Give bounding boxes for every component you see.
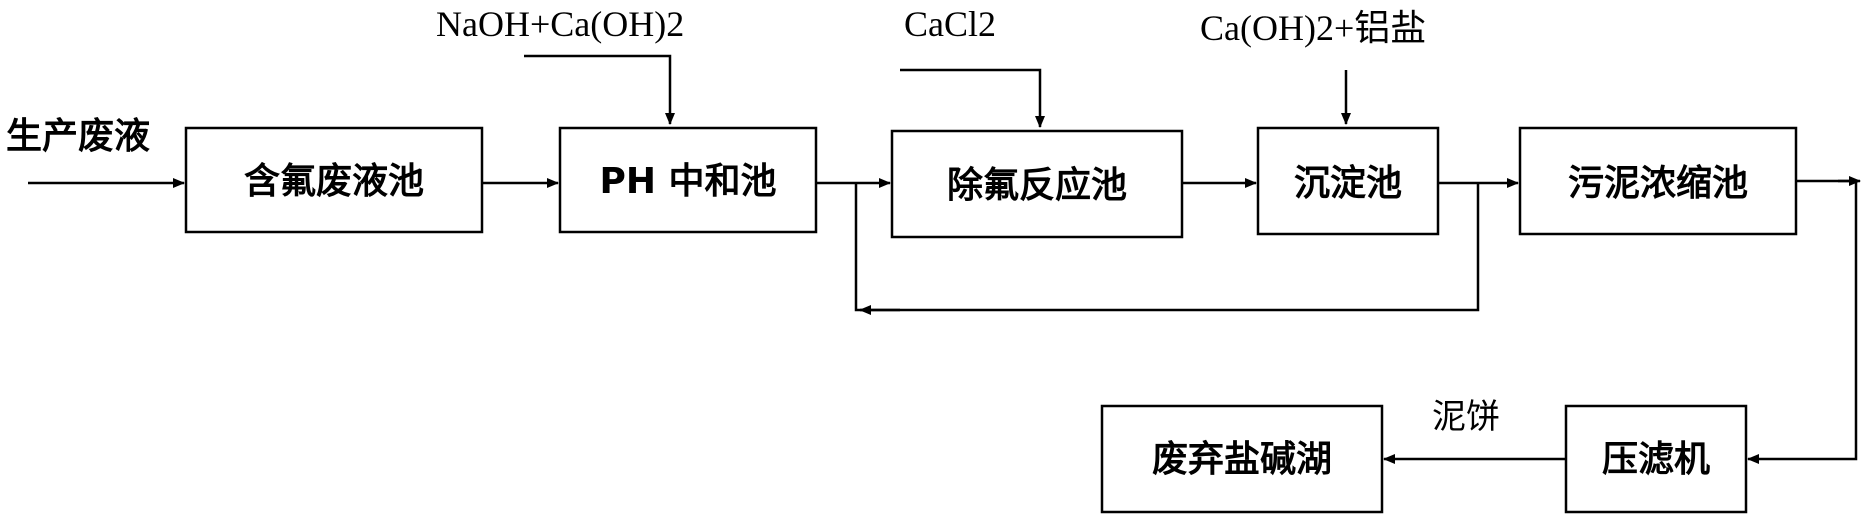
reagent-defluor-label: CaCl2 xyxy=(904,4,996,44)
arrow-sludge-to-press xyxy=(1747,179,1858,464)
reagent-ph-label: NaOH+Ca(OH)2 xyxy=(436,4,684,44)
ph-pool-box xyxy=(558,126,818,234)
lake-label: 废弃盐碱湖 xyxy=(1152,439,1332,480)
input-label: 生产废液 xyxy=(6,116,150,157)
defluor-pool-label: 除氟反应池 xyxy=(947,165,1127,206)
waste-pool-label: 含氟废液池 xyxy=(244,161,424,202)
defluor-pool-box xyxy=(890,129,1184,239)
lake-box xyxy=(1100,404,1384,514)
press-label: 压滤机 xyxy=(1602,439,1710,480)
reagent-settle-label: Ca(OH)2+铝盐 xyxy=(1200,8,1426,48)
sludge-pool-box xyxy=(1518,126,1798,236)
settle-pool-box xyxy=(1256,126,1440,236)
feed-ph xyxy=(524,54,675,125)
ph-pool-label: PH 中和池 xyxy=(599,161,776,202)
feed-defluor xyxy=(900,68,1045,128)
waste-pool-box xyxy=(184,126,484,234)
sludge-pool-label: 污泥浓缩池 xyxy=(1568,163,1748,204)
settle-pool-label: 沉淀池 xyxy=(1294,163,1402,204)
recycle-loop xyxy=(854,183,1480,312)
cake-label: 泥饼 xyxy=(1432,397,1500,437)
